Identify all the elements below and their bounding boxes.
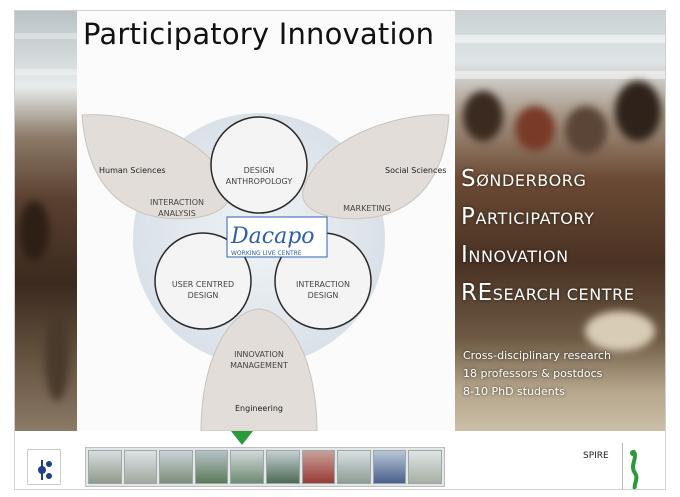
petal-heading-social-sciences: Social Sciences: [385, 166, 446, 175]
gallery-thumb[interactable]: [408, 450, 442, 484]
gallery-thumb[interactable]: [159, 450, 193, 484]
university-logo: [27, 449, 61, 485]
gallery-thumb[interactable]: [123, 450, 158, 484]
slide-title: Participatory Innovation: [83, 17, 435, 51]
petal-label-interaction-analysis-2: ANALYSIS: [158, 209, 196, 218]
petal-label-innovation-management-1: INNOVATION: [234, 350, 284, 359]
spire-logo: [622, 443, 648, 489]
gallery-thumb[interactable]: [372, 450, 407, 484]
gallery-thumb[interactable]: [265, 450, 300, 484]
petal-heading-human-sciences: Human Sciences: [99, 166, 166, 175]
gallery-thumb[interactable]: [301, 450, 336, 484]
gallery-thumb[interactable]: [337, 450, 371, 484]
photo-gallery-strip[interactable]: [85, 447, 445, 487]
centre-stats: Cross-disciplinary research 18 professor…: [463, 347, 653, 401]
research-centre-name: SØNDERBORG PARTICIPATORY INNOVATION RESE…: [461, 161, 661, 313]
circle-label-design-anthropology-2: ANTHROPOLOGY: [226, 177, 293, 186]
footer-strip: SPIRE: [15, 431, 665, 489]
dacapo-logo-box: [226, 216, 328, 258]
dacapo-logo-sub: WORKING LIVE CENTRE: [231, 250, 302, 257]
slide: Participatory Innovation Dacapo WORKING …: [14, 10, 666, 490]
gallery-thumb[interactable]: [194, 450, 229, 484]
petal-marketing: [302, 114, 450, 220]
petal-heading-engineering: Engineering: [235, 404, 283, 413]
circle-label-interaction-design-1: INTERACTION: [296, 280, 350, 289]
gallery-thumb[interactable]: [230, 450, 264, 484]
circle-label-interaction-design-2: DESIGN: [308, 291, 339, 300]
petal-label-innovation-management-2: MANAGEMENT: [230, 361, 288, 370]
circle-label-user-centred-design-2: DESIGN: [188, 291, 219, 300]
centre-name-line-2: PARTICIPATORY: [461, 204, 595, 230]
petal-interaction-analysis: [81, 114, 230, 220]
circle-label-design-anthropology-1: DESIGN: [244, 166, 275, 175]
stat-line: 18 professors & postdocs: [463, 367, 603, 380]
stat-line: Cross-disciplinary research: [463, 349, 611, 362]
spire-label: SPIRE: [583, 451, 609, 461]
petal-label-marketing: MARKETING: [343, 204, 391, 213]
gallery-thumb[interactable]: [88, 450, 122, 484]
petal-innovation-management: [200, 308, 318, 431]
circle-design-anthropology: [210, 116, 308, 214]
background-photo-right: [455, 11, 665, 431]
centre-name-line-3: INNOVATION: [461, 242, 569, 268]
centre-name-line-4: RESEARCH CENTRE: [461, 280, 635, 306]
stat-line: 8-10 PhD students: [463, 385, 565, 398]
centre-name-line-1: SØNDERBORG: [461, 166, 587, 192]
petal-label-interaction-analysis-1: INTERACTION: [150, 198, 204, 207]
background-photo-left: [15, 11, 77, 431]
current-slide-marker-icon: [231, 431, 253, 445]
participatory-innovation-diagram: Dacapo WORKING LIVE CENTRE Human Science…: [81, 113, 450, 431]
dacapo-logo: Dacapo: [230, 224, 315, 249]
circle-label-user-centred-design-1: USER CENTRED: [172, 280, 234, 289]
